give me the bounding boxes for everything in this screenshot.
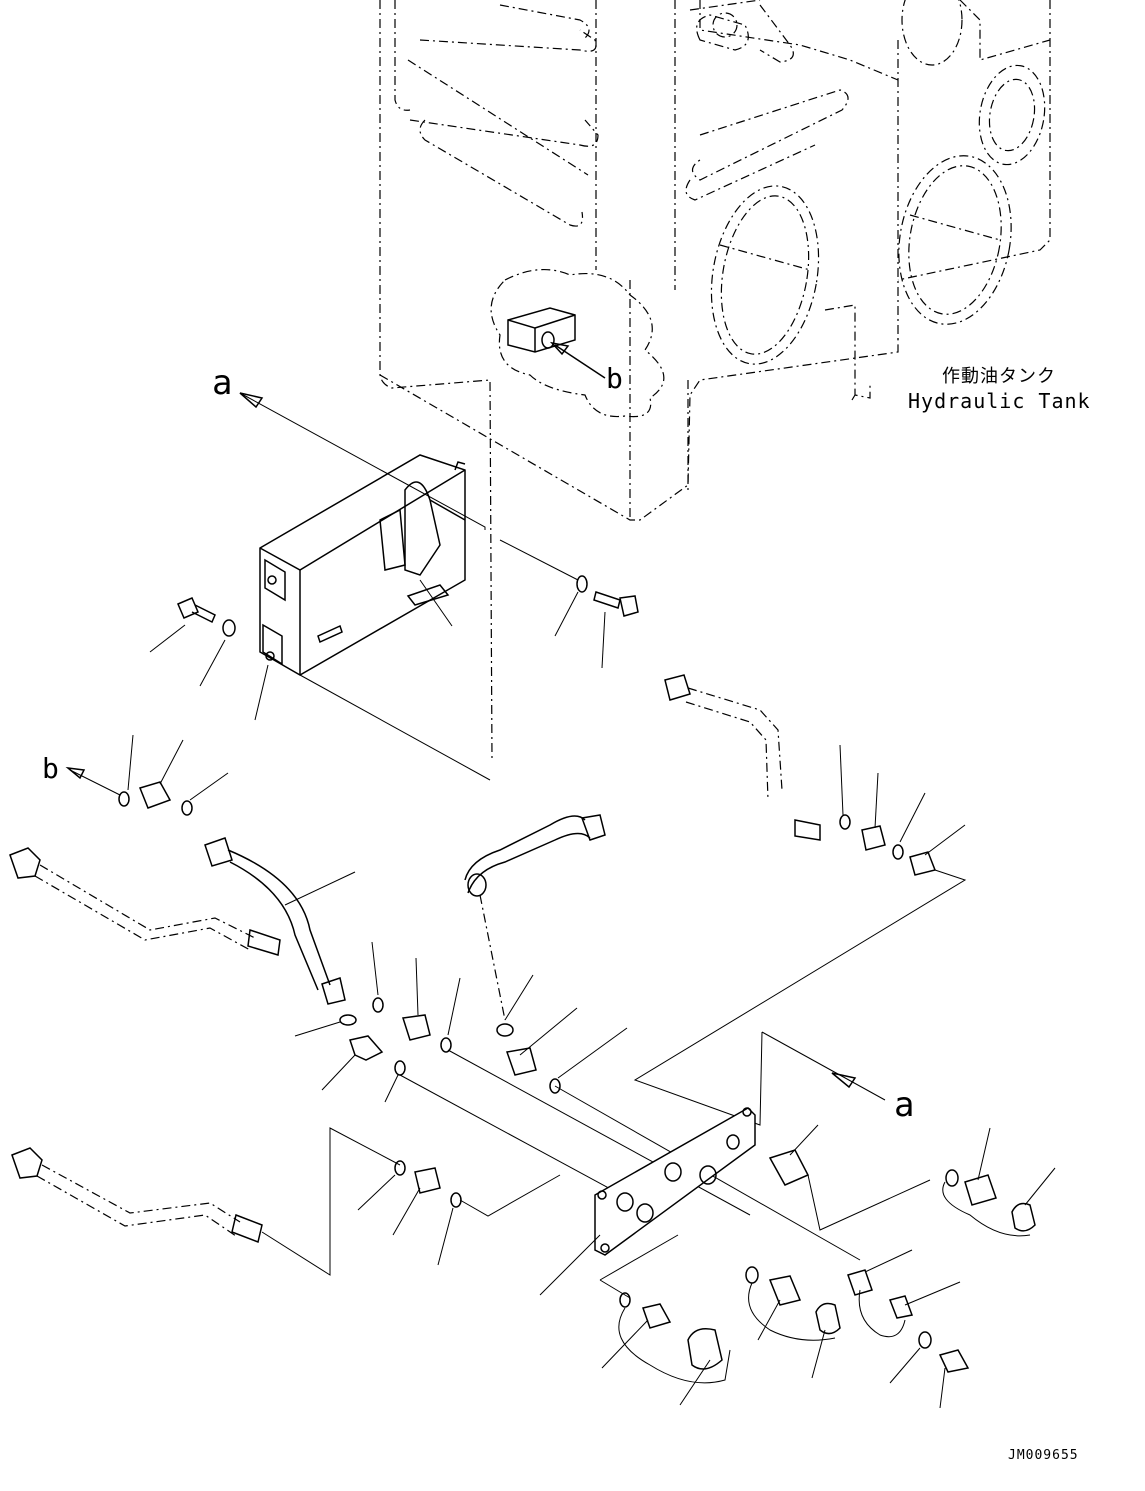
pipe-lower-left xyxy=(11,1147,263,1244)
callout-a-top: a xyxy=(212,363,233,403)
nut-right xyxy=(909,851,937,876)
mounting-plate xyxy=(594,1107,756,1256)
bolt-left-bracket xyxy=(177,597,236,637)
adapter-left xyxy=(138,781,172,809)
callout-b-top: b xyxy=(606,362,623,395)
tank-label-english: Hydraulic Tank xyxy=(908,389,1091,413)
callout-a-right: a xyxy=(894,1085,915,1125)
pipe-upper-left xyxy=(9,847,281,956)
cap-lower-left xyxy=(687,1328,723,1370)
adapter-right xyxy=(861,825,886,851)
leader-b-top xyxy=(554,344,606,379)
hydraulic-tank-outline xyxy=(379,0,1051,761)
arrow-a-top xyxy=(239,392,264,409)
arrow-b-top xyxy=(549,341,570,356)
bolt-right-bracket xyxy=(576,575,639,617)
bolt-lower-right xyxy=(938,1349,970,1373)
hose-center xyxy=(464,814,606,1021)
coupler-lower-center xyxy=(768,1275,802,1306)
coupler-lower-left xyxy=(642,1303,672,1329)
arrow-a-right xyxy=(831,1072,857,1089)
leader-a-top xyxy=(239,392,486,530)
callout-b-left: b xyxy=(42,752,59,785)
elbow-fitting-left xyxy=(349,1035,384,1061)
drawing-id: JM009655 xyxy=(1008,1448,1079,1463)
adapter-center-left xyxy=(402,1014,431,1041)
adapter-plate-right xyxy=(768,1149,810,1186)
pipe-upper-right xyxy=(664,674,821,841)
cap-lower-center xyxy=(815,1302,841,1335)
mounting-block xyxy=(507,307,576,353)
adapter-center xyxy=(506,1047,537,1076)
elbow-lower-right xyxy=(847,1269,873,1296)
cap-lower-right xyxy=(888,1295,914,1319)
cap-right xyxy=(1011,1202,1036,1232)
arrow-b-left xyxy=(65,766,86,780)
bracket-box xyxy=(259,454,466,676)
leader-a-right xyxy=(761,1031,886,1101)
tank-label-japanese: 作動油タンク xyxy=(942,366,1056,387)
adapter-lower-left xyxy=(414,1167,441,1194)
hose-left xyxy=(204,837,346,1005)
coupler-right xyxy=(964,1174,997,1206)
